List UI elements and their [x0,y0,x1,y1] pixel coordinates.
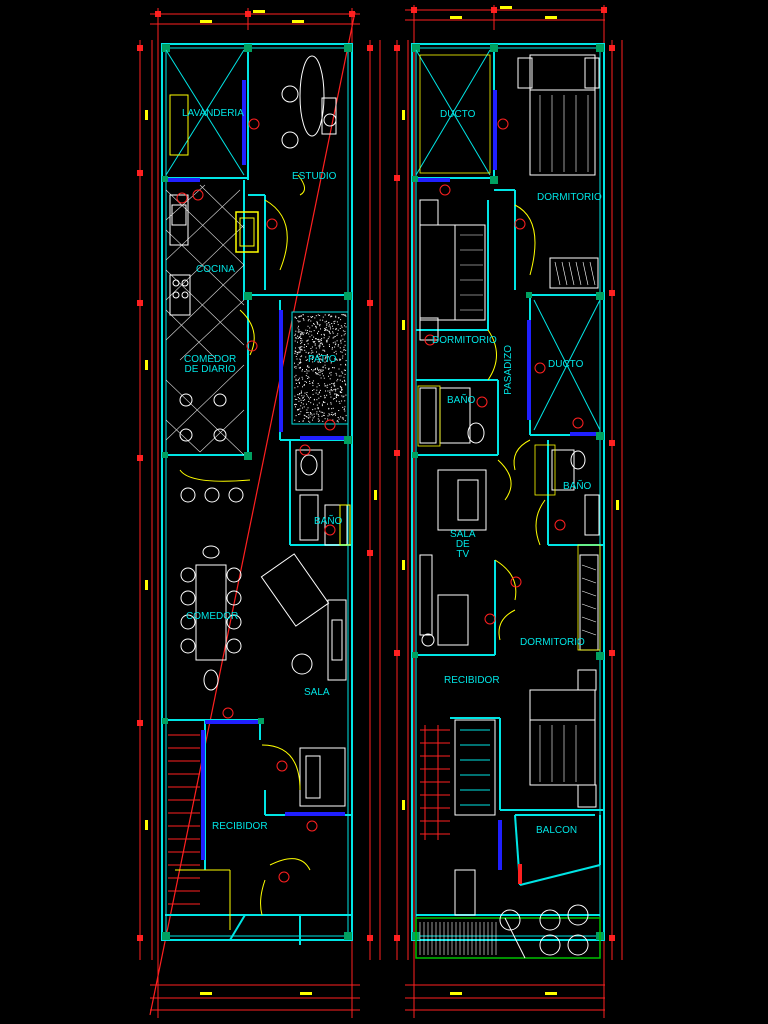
room-label-sala-tv: SALA DE TV [450,529,476,560]
room-label-balcon: BALCON [536,825,578,836]
room-label-pasadizo: PASADIZO [503,345,514,395]
patio-hatch [291,311,349,425]
room-label-bano-right-right: BAÑO [563,481,592,492]
room-label-patio: PATIO [308,354,337,365]
room-label-comedor-diario: COMEDOR DE DIARIO [184,354,237,375]
room-label-dormitorio-top: DORMITORIO [537,192,602,203]
room-label-recibidor-left: RECIBIDOR [212,821,268,832]
left-plan [137,8,381,1018]
room-label-cocina: COCINA [196,264,235,275]
room-label-ducto-top: DUCTO [440,109,476,120]
room-label-bano-left: BAÑO [314,516,343,527]
room-label-dormitorio-left: DORMITORIO [432,335,497,346]
room-label-comedor: COMEDOR [186,611,239,622]
room-label-lavanderia: LAVANDERIA [182,108,244,119]
room-label-ducto-mid: DUCTO [548,359,584,370]
room-label-recibidor-right: RECIBIDOR [444,675,500,686]
room-label-dormitorio-bottom: DORMITORIO [520,637,585,648]
garden-strip [415,904,601,959]
room-label-estudio: ESTUDIO [292,171,337,182]
room-label-sala: SALA [304,687,330,698]
room-label-bano-right-left: BAÑO [447,395,476,406]
right-plan [394,5,623,1018]
